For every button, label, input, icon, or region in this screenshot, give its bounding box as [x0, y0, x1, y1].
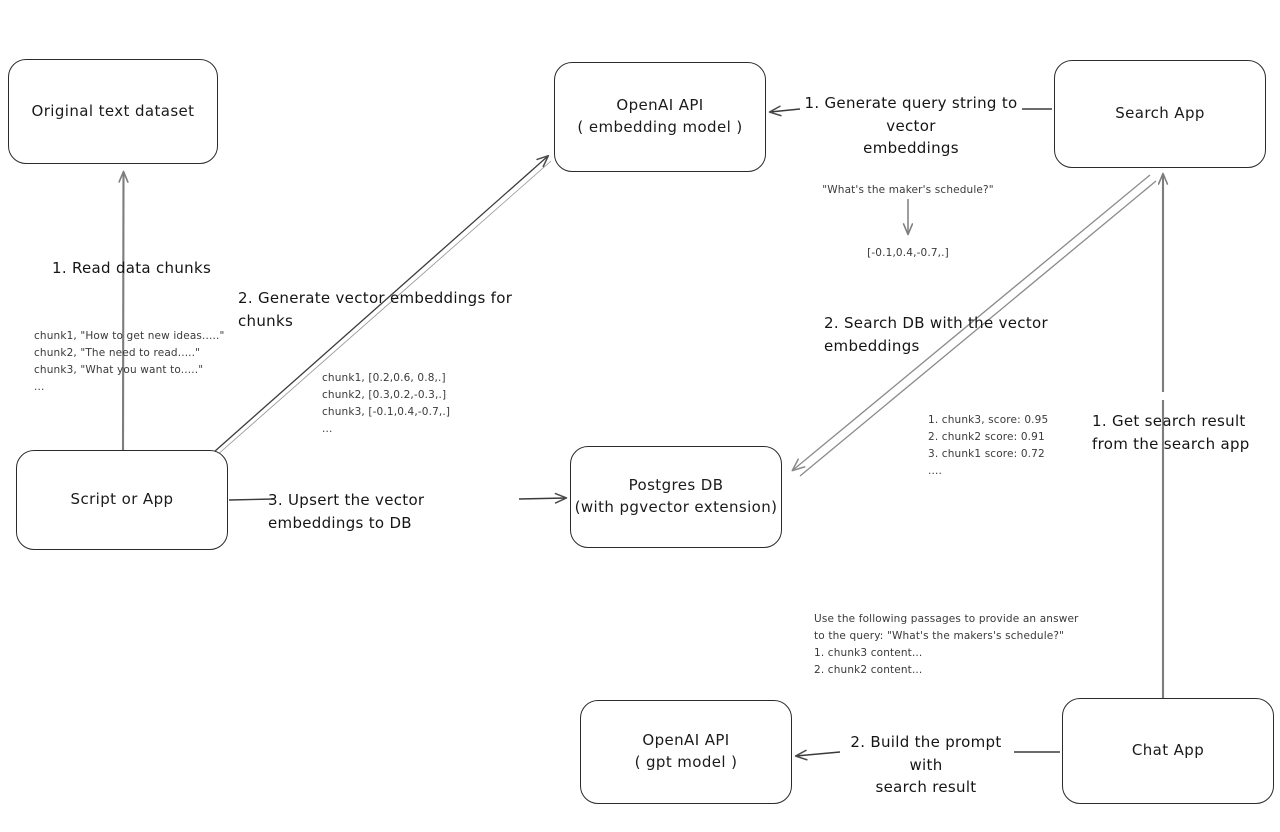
node-openai-api-gpt[interactable]: OpenAI API ( gpt model )	[580, 700, 792, 804]
note-raw-chunks: chunk1, "How to get new ideas....." chun…	[34, 330, 225, 393]
note-query-string: "What's the maker's schedule?"	[822, 184, 994, 196]
edge-label-get-search-result: 1. Get search result from the search app	[1092, 412, 1250, 453]
node-label-line1: Chat App	[1131, 741, 1205, 760]
node-openai-api-embedding[interactable]: OpenAI API ( embedding model )	[554, 62, 766, 172]
node-postgres-db[interactable]: Postgres DB (with pgvector extension)	[570, 446, 782, 548]
node-label-line2: (with pgvector extension)	[574, 498, 778, 516]
node-label-line2: ( gpt model )	[634, 753, 738, 771]
node-script-or-app[interactable]: Script or App	[16, 450, 228, 550]
note-search-results: 1. chunk3, score: 0.95 2. chunk2 score: …	[928, 414, 1049, 477]
node-label-line1: OpenAI API	[616, 96, 704, 115]
edge-label-build-prompt: 2. Build the prompt with search result	[850, 733, 1002, 796]
node-label-line1: OpenAI API	[642, 731, 730, 750]
node-search-app[interactable]: Search App	[1054, 60, 1266, 168]
node-label-line1: Original text dataset	[31, 101, 195, 120]
node-label-line2: ( embedding model )	[577, 118, 743, 136]
node-original-text-dataset[interactable]: Original text dataset	[8, 59, 218, 164]
edge-label-generate-query-string: 1. Generate query string to vector embed…	[804, 94, 1018, 157]
node-label-line1: Postgres DB	[628, 476, 724, 495]
edge-label-read-data-chunks: 1. Read data chunks	[52, 259, 212, 277]
note-query-embedding: [-0.1,0.4,-0.7,.]	[867, 247, 949, 259]
edge-read-data-chunks	[123, 172, 124, 451]
edge-label-search-db: 2. Search DB with the vector embeddings	[824, 314, 1048, 355]
edge-label-upsert-to-db: 3. Upsert the vector embeddings to DB	[268, 491, 425, 532]
note-chunk-embeddings: chunk1, [0.2,0.6, 0.8,.] chunk2, [0.3,0.…	[322, 372, 451, 435]
edge-label-generate-vector-embeddings: 2. Generate vector embeddings for chunks	[238, 289, 513, 330]
note-prompt-text: Use the following passages to provide an…	[814, 613, 1079, 676]
node-chat-app[interactable]: Chat App	[1062, 698, 1274, 804]
node-label-line1: Script or App	[70, 490, 174, 509]
node-label-line1: Search App	[1115, 104, 1205, 123]
